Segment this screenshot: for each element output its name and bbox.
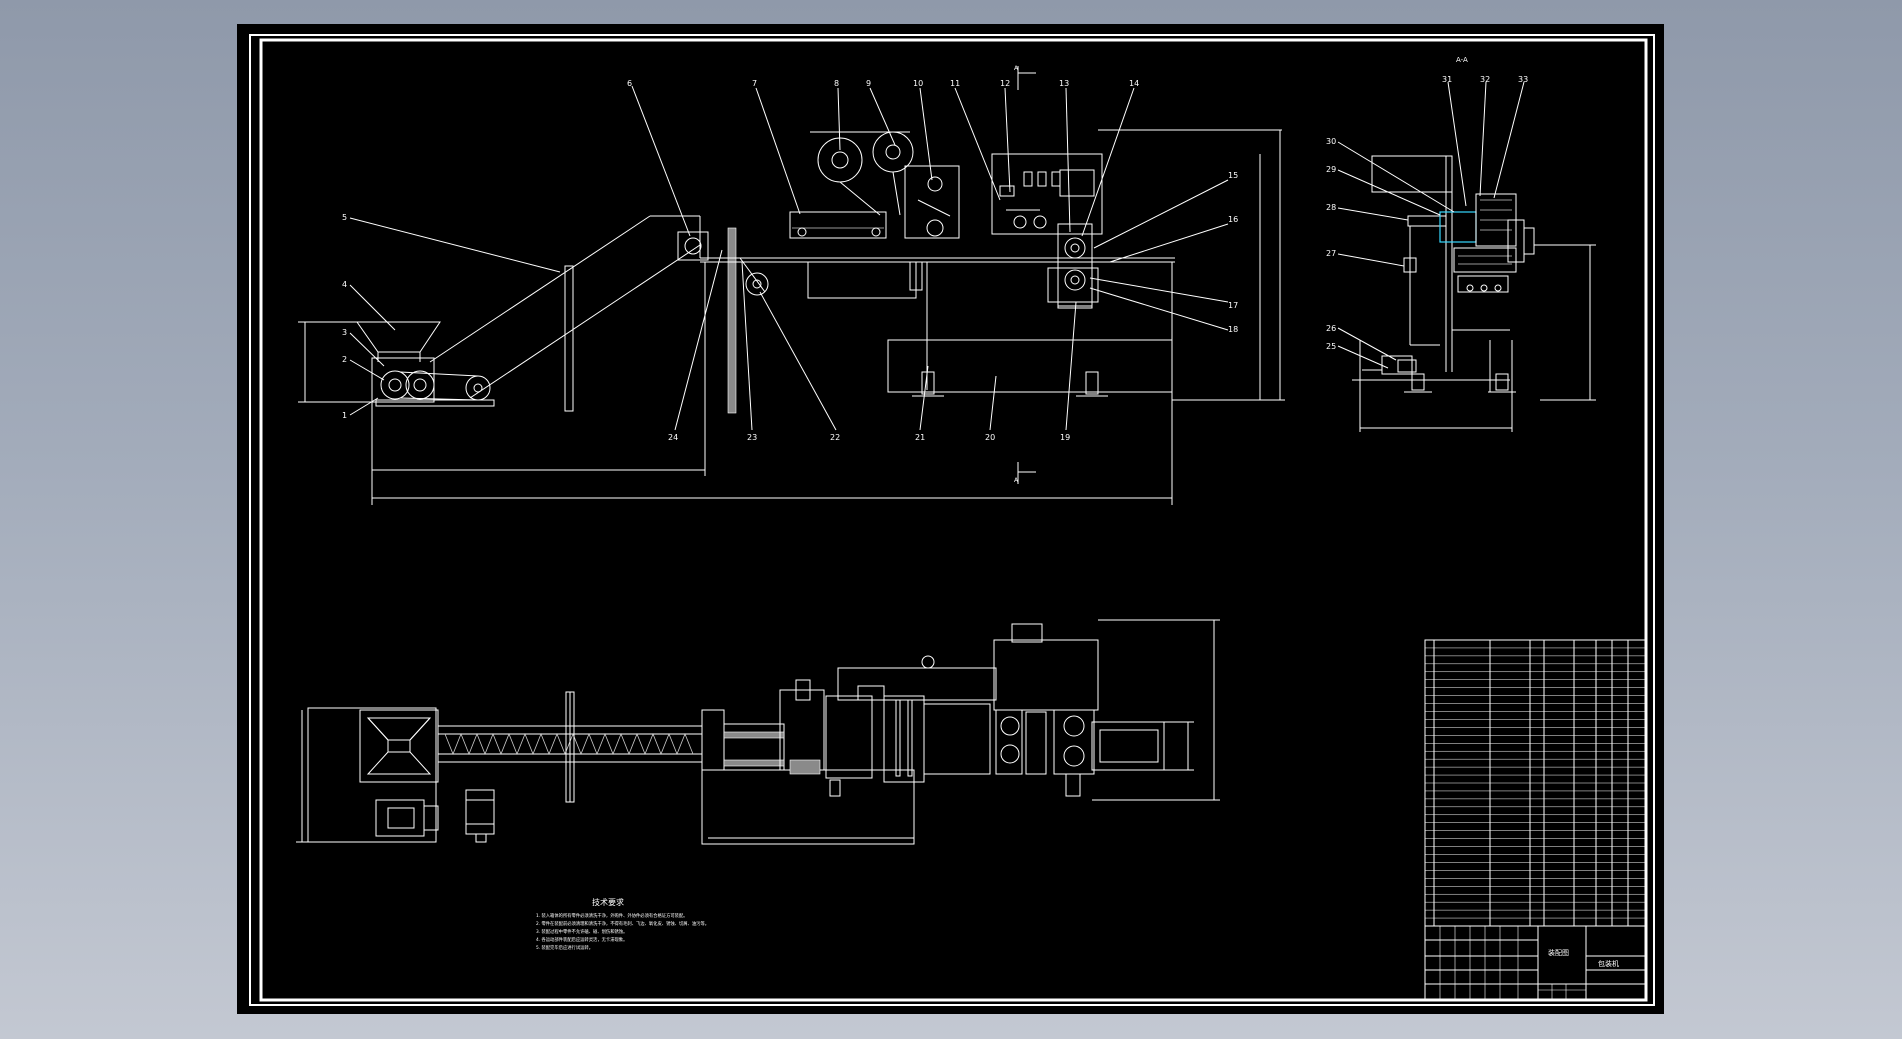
- part-number-label: 2: [342, 355, 347, 364]
- note-line: 2. 零件在装配前必须清理和清洗干净，不得有毛刺、飞边、氧化皮、锈蚀、切屑、油污…: [536, 920, 709, 927]
- part-number-label: 5: [342, 213, 347, 222]
- part-number-label: 28: [1326, 203, 1336, 212]
- part-number-label: 4: [342, 280, 347, 289]
- part-number-label: 26: [1326, 324, 1336, 333]
- part-number-label: 10: [913, 79, 923, 88]
- part-number-label: 27: [1326, 249, 1336, 258]
- title-block: 装配图 包装机: [1424, 925, 1646, 1001]
- inner-frame: [259, 38, 1648, 1002]
- section-part-labels: 25 26 27 28 29 30 31 32 33: [1326, 75, 1528, 351]
- part-number-labels: 1 2 3 4 5 6 7 8 9 10 11 12 13 14 15 16 1…: [342, 79, 1238, 442]
- part-number-label: 18: [1228, 325, 1238, 334]
- part-number-label: 11: [950, 79, 960, 88]
- part-number-label: 3: [342, 328, 347, 337]
- front-view: A A: [298, 65, 1285, 505]
- part-number-label: 7: [752, 79, 757, 88]
- note-line: 5. 装配完毕后应进行试运转。: [536, 944, 593, 951]
- part-number-label: 22: [830, 433, 840, 442]
- part-number-label: 6: [627, 79, 632, 88]
- part-number-label: 21: [915, 433, 925, 442]
- parts-list: [1424, 639, 1646, 927]
- outer-frame: [249, 34, 1655, 1006]
- part-number-label: 14: [1129, 79, 1139, 88]
- notes-title: 技术要求: [592, 897, 624, 907]
- part-number-label: 30: [1326, 137, 1336, 146]
- note-line: 1. 装入箱体的所有零件必须清洗干净，外购件、外协件必须有合格证方可装配。: [536, 912, 688, 919]
- part-number-label: 9: [866, 79, 871, 88]
- note-line: 3. 装配过程中零件不允许磕、碰、划伤和锈蚀。: [536, 928, 627, 935]
- part-number-label: 1: [342, 411, 347, 420]
- note-line: 4. 各运动部件装配后应运转灵活，无卡滞现象。: [536, 936, 627, 943]
- bom-rows: [1425, 647, 1645, 919]
- part-number-label: 17: [1228, 301, 1238, 310]
- section-view-a-a: A-A: [1337, 56, 1596, 432]
- part-number-label: 29: [1326, 165, 1336, 174]
- part-number-label: 20: [985, 433, 995, 442]
- part-number-label: 12: [1000, 79, 1010, 88]
- part-number-label: 8: [834, 79, 839, 88]
- part-number-label: 13: [1059, 79, 1069, 88]
- drawing-paper: [237, 24, 1664, 1014]
- product-name: 包装机: [1598, 959, 1619, 968]
- section-title: A-A: [1456, 56, 1468, 64]
- part-number-label: 33: [1518, 75, 1528, 84]
- part-number-label: 16: [1228, 215, 1238, 224]
- top-view: [296, 619, 1220, 845]
- part-number-label: 31: [1442, 75, 1452, 84]
- drawing-title: 装配图: [1548, 948, 1569, 957]
- technical-notes: 技术要求 1. 装入箱体的所有零件必须清洗干净，外购件、外协件必须有合格证方可装…: [536, 897, 709, 951]
- part-number-label: 23: [747, 433, 757, 442]
- part-number-label: 25: [1326, 342, 1336, 351]
- part-number-label: 32: [1480, 75, 1490, 84]
- section-arrow-label-bottom: A: [1014, 477, 1019, 484]
- part-number-label: 19: [1060, 433, 1070, 442]
- section-arrow-label-top: A: [1014, 65, 1019, 72]
- part-number-label: 15: [1228, 171, 1238, 180]
- part-number-label: 24: [668, 433, 678, 442]
